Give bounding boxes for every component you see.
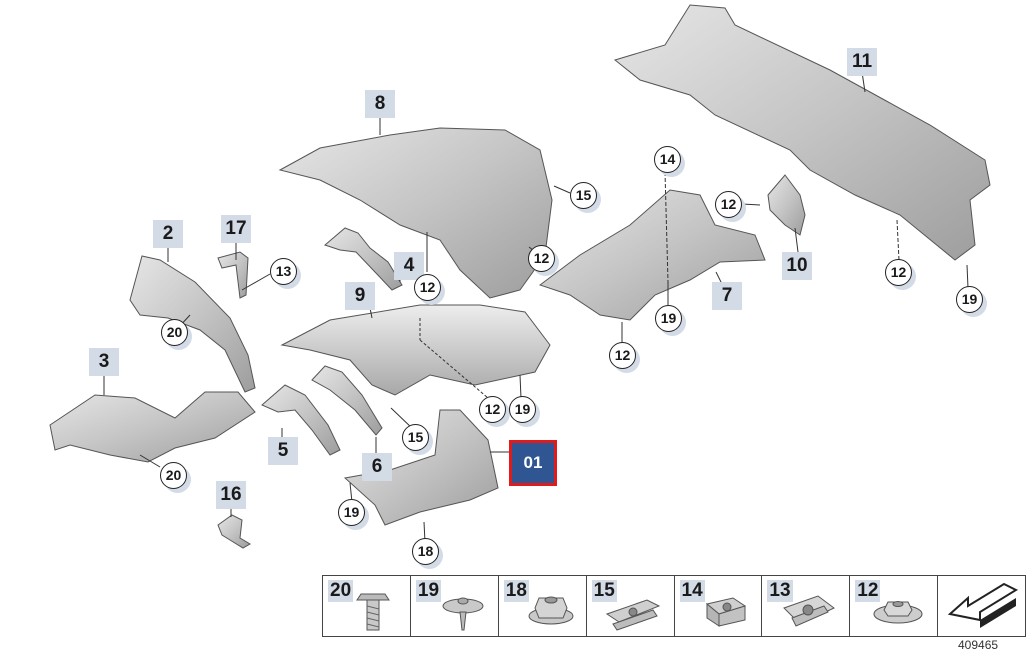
- part-3-shape: [49, 391, 256, 463]
- selected-part-label[interactable]: 01: [509, 440, 557, 486]
- callout-13: 13: [270, 258, 297, 285]
- callout-12-c: 12: [715, 191, 742, 218]
- callout-19-b: 19: [655, 305, 682, 332]
- fastener-legend: 20 19 18 15 14: [322, 575, 1026, 637]
- callout-2: 2: [153, 220, 183, 248]
- legend-cell-18[interactable]: 18: [499, 576, 587, 636]
- callout-20-b: 20: [160, 462, 187, 489]
- callout-17: 17: [221, 215, 251, 243]
- part-17-shape: [217, 251, 249, 299]
- part-8-shape: [278, 127, 553, 299]
- legend-number: 12: [855, 580, 881, 602]
- part-5-shape: [261, 384, 341, 456]
- callout-19-d: 19: [338, 499, 365, 526]
- clip-nut-icon: [705, 597, 746, 627]
- part-6-shape: [311, 365, 383, 436]
- part-11-shape: [613, 4, 991, 261]
- callout-5: 5: [268, 437, 298, 465]
- legend-number: 15: [591, 580, 617, 602]
- legend-cell-15[interactable]: 15: [587, 576, 675, 636]
- callout-20-a: 20: [161, 319, 188, 346]
- callout-12-a: 12: [528, 245, 555, 272]
- part-4-shape: [324, 227, 403, 291]
- legend-cell-direction[interactable]: [938, 576, 1025, 636]
- spring-nut-icon: [605, 599, 660, 631]
- legend-number: 18: [503, 580, 529, 602]
- part-1-shape: [343, 409, 499, 526]
- callout-14: 14: [654, 146, 681, 173]
- callout-12-f: 12: [479, 396, 506, 423]
- part-2-shape: [129, 255, 256, 393]
- callout-11: 11: [847, 48, 877, 76]
- callout-12-b: 12: [414, 274, 441, 301]
- legend-cell-12[interactable]: 12: [850, 576, 939, 636]
- part-7-shape: [538, 189, 766, 321]
- washer-nut-icon: [873, 601, 923, 624]
- part-9-shape: [280, 304, 551, 396]
- callout-8: 8: [365, 90, 395, 118]
- callout-7: 7: [712, 282, 742, 310]
- callout-6: 6: [362, 453, 392, 481]
- part-10-shape: [767, 174, 806, 236]
- direction-arrow-icon: [947, 582, 1019, 628]
- nut-icon: [528, 596, 574, 625]
- legend-number: 20: [328, 580, 354, 602]
- callout-9: 9: [345, 282, 375, 310]
- legend-cell-19[interactable]: 19: [411, 576, 499, 636]
- legend-cell-14[interactable]: 14: [675, 576, 763, 636]
- callout-15-a: 15: [570, 182, 597, 209]
- callout-18: 18: [412, 538, 439, 565]
- callout-3: 3: [89, 348, 119, 376]
- callout-12-d: 12: [885, 259, 912, 286]
- legend-number: 13: [767, 580, 793, 602]
- callout-15-b: 15: [402, 424, 429, 451]
- sheet-nut-icon: [783, 595, 836, 627]
- legend-number: 19: [415, 580, 442, 602]
- callout-12-e: 12: [609, 342, 636, 369]
- callout-16: 16: [216, 481, 246, 509]
- callout-19-a: 19: [956, 286, 983, 313]
- document-number: 409465: [958, 638, 999, 652]
- callout-19-c: 19: [509, 396, 536, 423]
- part-16-shape: [217, 514, 251, 549]
- legend-cell-20[interactable]: 20: [323, 576, 411, 636]
- callout-10: 10: [782, 252, 812, 280]
- legend-number: 14: [679, 580, 705, 602]
- bolt-icon: [356, 593, 390, 631]
- push-clip-icon: [442, 597, 484, 631]
- legend-cell-13[interactable]: 13: [762, 576, 851, 636]
